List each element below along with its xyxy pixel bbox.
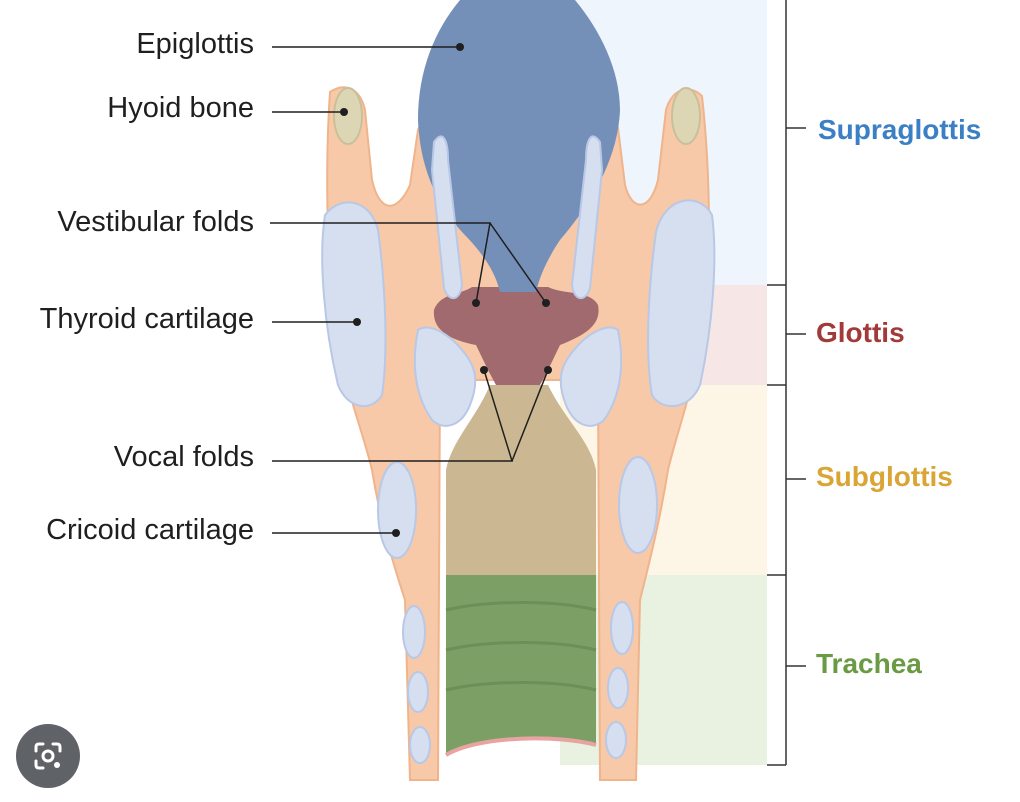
subglottis-lumen xyxy=(446,385,596,575)
tracheal-cartilage-r1 xyxy=(610,601,634,655)
region-label-subglottis: Subglottis xyxy=(816,461,953,492)
label-cricoid-cartilage: Cricoid cartilage xyxy=(46,514,254,546)
tracheal-cartilage-l1 xyxy=(402,605,426,659)
trachea-mucosa-edge xyxy=(444,736,597,757)
trachea-ring-1 xyxy=(445,601,597,612)
lens-search-button[interactable] xyxy=(16,724,80,788)
arytenoid-left xyxy=(413,326,477,427)
label-vocal-folds: Vocal folds xyxy=(113,441,254,473)
trachea-ring-3 xyxy=(445,681,597,692)
label-hyoid-bone: Hyoid bone xyxy=(107,92,254,124)
label-vestibular-folds: Vestibular folds xyxy=(57,206,254,238)
glottis-lumen xyxy=(433,287,599,385)
leader-vocal-2 xyxy=(511,369,549,462)
label-thyroid-cartilage: Thyroid cartilage xyxy=(39,303,254,335)
thyroid-left-plate xyxy=(321,201,387,408)
lens-search-icon xyxy=(34,742,62,770)
vestibular-right xyxy=(570,135,604,300)
thyroid-right-plate xyxy=(647,199,716,408)
tracheal-cartilage-l2 xyxy=(407,671,429,713)
hyoid-left xyxy=(333,87,363,145)
dot-vocal-left xyxy=(480,366,488,374)
dot-vocal-right xyxy=(544,366,552,374)
region-bracket xyxy=(767,0,806,766)
region-label-glottis: Glottis xyxy=(816,317,905,348)
tracheal-cartilage-r2 xyxy=(607,667,629,709)
dot-cricoid xyxy=(392,529,400,537)
epiglottis-shape xyxy=(418,0,620,292)
leader-dots xyxy=(340,43,552,537)
cricoid-right xyxy=(618,456,658,554)
region-label-supraglottis: Supraglottis xyxy=(818,114,982,145)
trachea-lumen xyxy=(446,575,596,755)
dot-vestibular-right xyxy=(542,299,550,307)
label-epiglottis: Epiglottis xyxy=(136,28,254,60)
dot-hyoid xyxy=(340,108,348,116)
dot-vestibular-left xyxy=(472,299,480,307)
dot-thyroid xyxy=(353,318,361,326)
hyoid-right xyxy=(671,87,701,145)
trachea-ring-2 xyxy=(445,641,597,652)
tracheal-cartilage-r3 xyxy=(605,721,627,759)
leader-vestibular-2 xyxy=(489,222,547,304)
arytenoid-right xyxy=(559,326,623,427)
dot-epiglottis xyxy=(456,43,464,51)
region-label-trachea: Trachea xyxy=(816,648,922,679)
vestibular-left xyxy=(430,135,464,300)
leader-lines xyxy=(270,46,549,534)
cricoid-left xyxy=(377,461,417,559)
tracheal-cartilage-l3 xyxy=(409,726,431,764)
